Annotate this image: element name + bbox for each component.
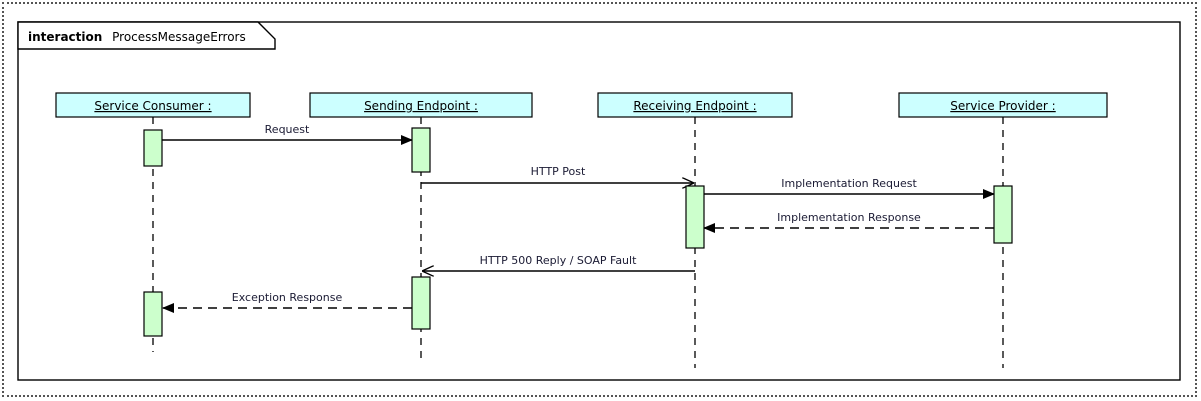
message-label-implementation-request: Implementation Request [781,177,917,190]
lifeline-sending-endpoint[interactable]: Sending Endpoint : [309,92,533,360]
activation-bar-provider[interactable] [993,185,1013,244]
lifeline-service-consumer[interactable]: Service Consumer : [55,92,251,352]
activation-bar-consumer-2[interactable] [143,291,163,337]
frame-keyword: interaction [28,30,102,44]
message-implementation-request[interactable]: Implementation Request [704,177,995,199]
frame-rect [17,21,1181,381]
activation-bar-consumer-1[interactable] [143,129,163,167]
message-label-http-500-reply: HTTP 500 Reply / SOAP Fault [480,254,637,267]
messages-group: Request HTTP Post Implementation Request… [162,123,995,313]
message-http-post[interactable]: HTTP Post [421,165,693,183]
lifeline-label-receiving-endpoint: Receiving Endpoint : [633,99,756,113]
activation-bar-sending-2[interactable] [411,276,431,330]
message-http-500-reply[interactable]: HTTP 500 Reply / SOAP Fault [423,254,695,271]
message-label-http-post: HTTP Post [531,165,586,178]
frame-label-text: interaction ProcessMessageErrors [28,30,246,44]
lifeline-receiving-endpoint[interactable]: Receiving Endpoint : [597,92,793,368]
lifeline-label-sending-endpoint: Sending Endpoint : [364,99,478,113]
message-label-exception-response: Exception Response [232,291,343,304]
message-label-implementation-response: Implementation Response [777,211,921,224]
lifeline-header-service-consumer[interactable] [55,92,251,118]
activation-bar-sending-1[interactable] [411,127,431,173]
interaction-frame: interaction ProcessMessageErrors [17,21,1181,381]
lifeline-label-service-consumer: Service Consumer : [94,99,211,113]
message-exception-response[interactable]: Exception Response [162,291,412,313]
lifelines-group: Service Consumer : Sending Endpoint : Re… [55,92,1108,368]
lifeline-header-service-provider[interactable] [898,92,1108,118]
lifeline-service-provider[interactable]: Service Provider : [898,92,1108,368]
lifeline-header-receiving-endpoint[interactable] [597,92,793,118]
activations-group [143,127,1013,337]
lifeline-label-service-provider: Service Provider : [950,99,1055,113]
message-label-request: Request [265,123,310,136]
activation-bar-receiving[interactable] [685,185,705,249]
frame-name: ProcessMessageErrors [112,30,246,44]
message-implementation-response[interactable]: Implementation Response [703,211,994,233]
frame-label-tab [17,21,276,50]
message-request[interactable]: Request [162,123,413,145]
lifeline-header-sending-endpoint[interactable] [309,92,533,118]
